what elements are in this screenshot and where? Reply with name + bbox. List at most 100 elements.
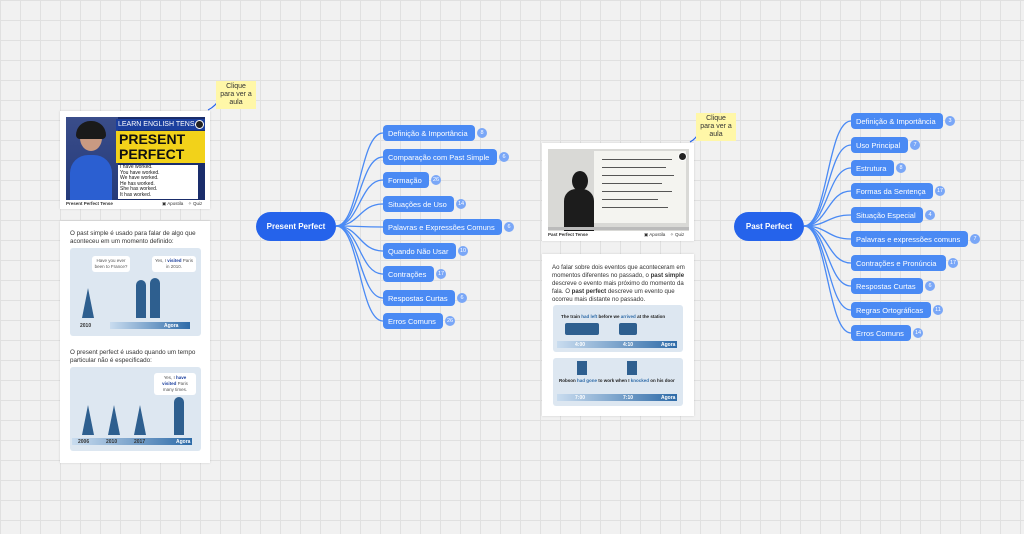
branch-node[interactable]: Quando Não Usar: [383, 243, 456, 259]
video-card-past-perfect[interactable]: Past Perfect Tense ▣ Apostila ✧ Quiz: [542, 143, 694, 241]
branch-node[interactable]: Definição & Importância: [383, 125, 475, 141]
child-count-badge[interactable]: 8: [896, 163, 906, 173]
explanation-card-past-perfect: Ao falar sobre dois eventos que acontece…: [542, 254, 694, 416]
child-count-badge[interactable]: 17: [948, 258, 958, 268]
paragraph-present-perfect: O present perfect é usado quando um temp…: [70, 349, 196, 364]
whiteboard-image: [594, 151, 686, 223]
branch-connector: [335, 225, 384, 299]
person-icon: [150, 278, 160, 318]
child-count-badge[interactable]: 4: [925, 210, 935, 220]
paragraph-past-simple: O past simple é usado para falar de algo…: [70, 230, 196, 245]
video-example-line: We have worked.: [120, 175, 159, 181]
quiz-icon: ✧: [670, 232, 674, 237]
video-card-present-perfect[interactable]: LEARN ENGLISH TENS PRESENT PERFECT I hav…: [60, 111, 210, 209]
timeline-time: 7:00: [575, 395, 586, 401]
branch-node[interactable]: Contrações e Pronúncia: [851, 255, 946, 271]
branch-node[interactable]: Erros Comuns: [383, 313, 443, 329]
child-count-badge[interactable]: 7: [970, 234, 980, 244]
branch-node[interactable]: Uso Principal: [851, 137, 908, 153]
quiz-link[interactable]: ✧ Quiz: [188, 201, 202, 207]
quiz-link[interactable]: ✧ Quiz: [670, 232, 684, 238]
quiz-label: Quiz: [675, 232, 685, 237]
branch-connector: [335, 225, 384, 322]
branch-node[interactable]: Palavras e Expressões Comuns: [383, 219, 502, 235]
branch-node[interactable]: Respostas Curtas: [851, 278, 923, 294]
branch-node[interactable]: Estrutura: [851, 160, 894, 176]
branch-connector: [803, 225, 852, 334]
child-count-badge[interactable]: 7: [910, 140, 920, 150]
branch-node[interactable]: Formação: [383, 172, 429, 188]
timeline-bar: [110, 322, 190, 329]
timeline-now-label: Agora: [164, 323, 179, 329]
timeline-now-label: Agora: [661, 395, 676, 401]
branch-node[interactable]: Respostas Curtas: [383, 290, 455, 306]
branch-connector: [803, 167, 852, 227]
timeline-bar: [557, 394, 677, 401]
child-count-badge[interactable]: 3: [945, 116, 955, 126]
branch-node[interactable]: Situações de Uso: [383, 196, 454, 212]
video-progress-bar[interactable]: [548, 227, 689, 230]
child-count-badge[interactable]: 8: [477, 128, 487, 138]
video-title-line2: PERFECT: [119, 146, 185, 162]
video-thumbnail[interactable]: [548, 149, 689, 231]
timeline-bar: [72, 438, 192, 445]
timeline-now-label: Agora: [176, 439, 191, 445]
child-count-badge[interactable]: 11: [933, 305, 943, 315]
apostila-link[interactable]: ▣ Apostila: [644, 232, 665, 238]
presenter-image: [66, 117, 118, 200]
branch-connector: [335, 132, 384, 227]
timeline-time: 4:00: [575, 342, 586, 348]
video-example-line: She has worked.: [120, 186, 158, 192]
sticky-note-left[interactable]: Clique para ver a aula: [216, 81, 256, 109]
video-thumbnail[interactable]: LEARN ENGLISH TENS PRESENT PERFECT I hav…: [66, 117, 205, 200]
timeline-year: 2006: [78, 439, 90, 445]
child-count-badge[interactable]: 17: [935, 186, 945, 196]
branch-node[interactable]: Palavras e expressões comuns: [851, 231, 968, 247]
presenter-image: [564, 171, 598, 231]
apostila-link[interactable]: ▣ Apostila: [162, 201, 183, 207]
timeline-year: 2010: [106, 439, 118, 445]
child-count-badge[interactable]: 6: [925, 281, 935, 291]
child-count-badge[interactable]: 14: [456, 199, 466, 209]
quiz-icon: ✧: [188, 201, 192, 206]
apostila-icon: ▣: [644, 232, 649, 237]
root-node-present-perfect[interactable]: Present Perfect: [256, 212, 336, 241]
timeline-time: 4:10: [623, 342, 634, 348]
branch-connector: [803, 190, 852, 227]
child-count-badge[interactable]: 6: [504, 222, 514, 232]
explanation-card-present-perfect: O past simple é usado para falar de algo…: [60, 221, 210, 463]
timeline-now-label: Agora: [661, 342, 676, 348]
branch-connector: [803, 144, 852, 227]
branch-node[interactable]: Formas da Sentença: [851, 183, 933, 199]
video-example-line: I have worked.: [120, 164, 153, 170]
apostila-label: Apostila: [649, 232, 666, 237]
child-count-badge[interactable]: 14: [913, 328, 923, 338]
root-node-past-perfect[interactable]: Past Perfect: [734, 212, 804, 241]
timeline-bar: [557, 341, 677, 348]
branch-node[interactable]: Situação Especial: [851, 207, 923, 223]
branch-connector: [803, 120, 852, 227]
child-count-badge[interactable]: 17: [436, 269, 446, 279]
eiffel-tower-icon: [134, 405, 146, 435]
branch-node[interactable]: Regras Ortográficas: [851, 302, 931, 318]
video-example-line: He has worked.: [120, 180, 155, 187]
video-title-box: PRESENT PERFECT: [116, 131, 205, 163]
timeline-year: 2017: [134, 439, 146, 445]
child-count-badge[interactable]: 26: [431, 175, 441, 185]
branch-node[interactable]: Definição & Importância: [851, 113, 943, 129]
branch-node[interactable]: Erros Comuns: [851, 325, 911, 341]
child-count-badge[interactable]: 6: [499, 152, 509, 162]
person-icon: [136, 280, 146, 318]
child-count-badge[interactable]: 10: [458, 246, 468, 256]
branch-node[interactable]: Comparação com Past Simple: [383, 149, 497, 165]
channel-logo-icon: [195, 120, 204, 129]
eiffel-tower-icon: [82, 288, 94, 318]
speech-bubble-answer: Yes, I visited Paris in 2010.: [152, 256, 196, 272]
door-icon: [577, 361, 587, 375]
child-count-badge[interactable]: 26: [445, 316, 455, 326]
branch-node[interactable]: Contrações: [383, 266, 434, 282]
child-count-badge[interactable]: 6: [457, 293, 467, 303]
sticky-note-right[interactable]: Clique para ver a aula: [696, 113, 736, 141]
video-caption: Present Perfect Tense: [66, 201, 113, 206]
people-icon: [619, 323, 637, 335]
